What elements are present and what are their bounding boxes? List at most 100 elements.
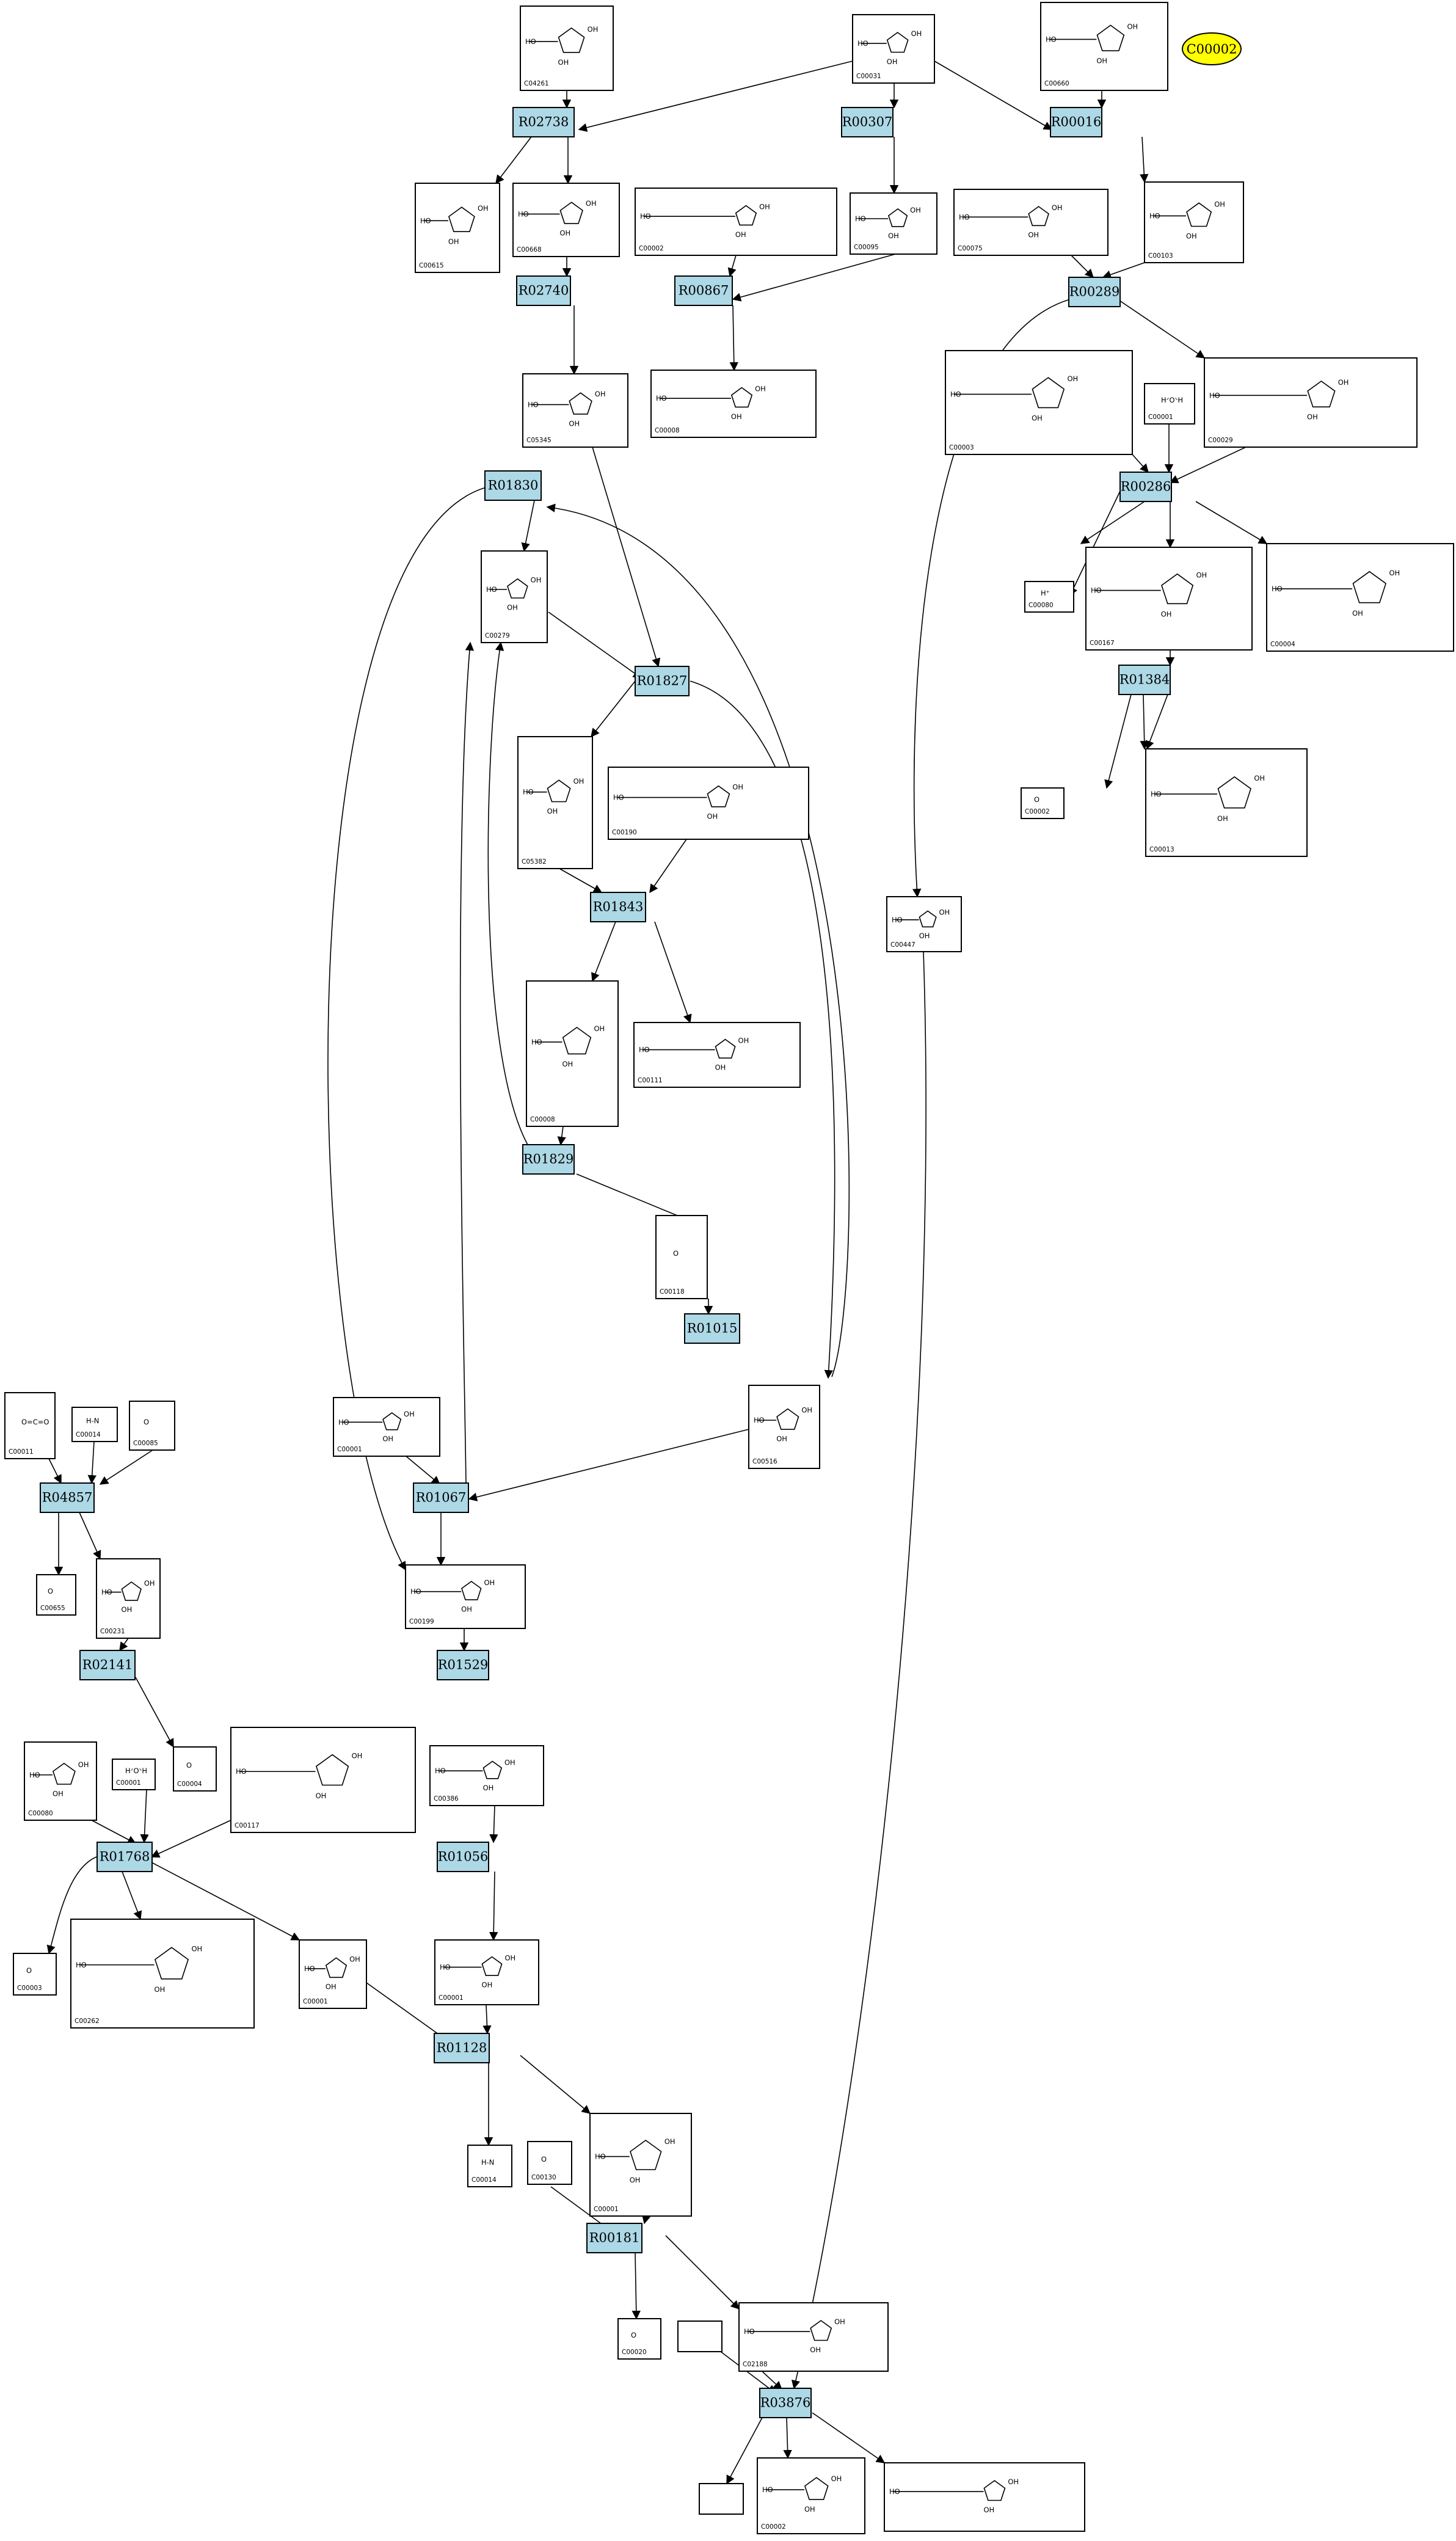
compound-box (71, 1407, 118, 1442)
compound-box (512, 183, 620, 257)
reaction-node[interactable]: R02740 (516, 275, 571, 306)
reaction-node[interactable]: R03876 (759, 2388, 812, 2418)
reaction-node[interactable]: R01827 (635, 666, 690, 696)
reaction-node[interactable]: R01384 (1118, 665, 1171, 695)
reaction-node[interactable]: R00016 (1050, 107, 1102, 137)
ring-bond (325, 1957, 348, 1978)
reaction-node[interactable]: R04857 (40, 1482, 95, 1513)
compound-box (617, 2318, 661, 2360)
reaction-node[interactable]: R00289 (1068, 277, 1121, 307)
reaction-node[interactable]: R01843 (590, 892, 646, 922)
reaction-node[interactable]: R01067 (413, 1482, 469, 1513)
reaction-node[interactable]: R00181 (586, 2223, 642, 2253)
edge (48, 1458, 62, 1484)
compound-id-label: C00008 (530, 1116, 555, 1123)
compound-node[interactable] (677, 2320, 723, 2352)
compound-id-label: C00668 (517, 246, 542, 253)
edge (1140, 694, 1149, 750)
reaction-node[interactable]: R01056 (437, 1842, 489, 1872)
compound-box (608, 767, 809, 840)
atom-label: HO (440, 1963, 451, 1972)
atom-label: OH (1307, 413, 1318, 421)
atom-label: OH (910, 206, 921, 214)
reaction-node[interactable]: R01830 (484, 470, 542, 501)
reaction-node[interactable]: R01128 (434, 2033, 490, 2063)
reaction-node[interactable]: R01529 (437, 1650, 489, 1680)
atom-label: HO (613, 793, 624, 802)
ring-bond (730, 387, 753, 408)
compound-node[interactable] (699, 2483, 744, 2515)
atom-label: OH (939, 908, 950, 916)
compound-box (1085, 547, 1253, 651)
compound-id-label: C00013 (1149, 846, 1174, 853)
reaction-node[interactable]: R01829 (522, 1144, 575, 1175)
compound-box (405, 1564, 526, 1629)
reaction-node[interactable]: R01015 (684, 1313, 740, 1344)
atom-label: HO (101, 1588, 112, 1597)
reaction-node[interactable]: R00867 (674, 275, 733, 306)
reaction-node[interactable]: R01768 (96, 1842, 153, 1872)
reaction-node[interactable]: R02738 (512, 107, 575, 137)
ring-bond (983, 2480, 1006, 2501)
compound-id-label: C00001 (439, 1994, 464, 2002)
compound-id-label: C00103 (1148, 252, 1173, 260)
atom-label: OH (78, 1760, 89, 1769)
reaction-node[interactable]: R02141 (79, 1650, 136, 1680)
compound-id-label: C00130 (531, 2174, 556, 2181)
highlight-node[interactable]: C00002 (1182, 32, 1242, 65)
reaction-node[interactable]: R00307 (841, 107, 894, 137)
edge (576, 1173, 696, 1224)
reaction-node[interactable]: R00286 (1119, 472, 1172, 502)
